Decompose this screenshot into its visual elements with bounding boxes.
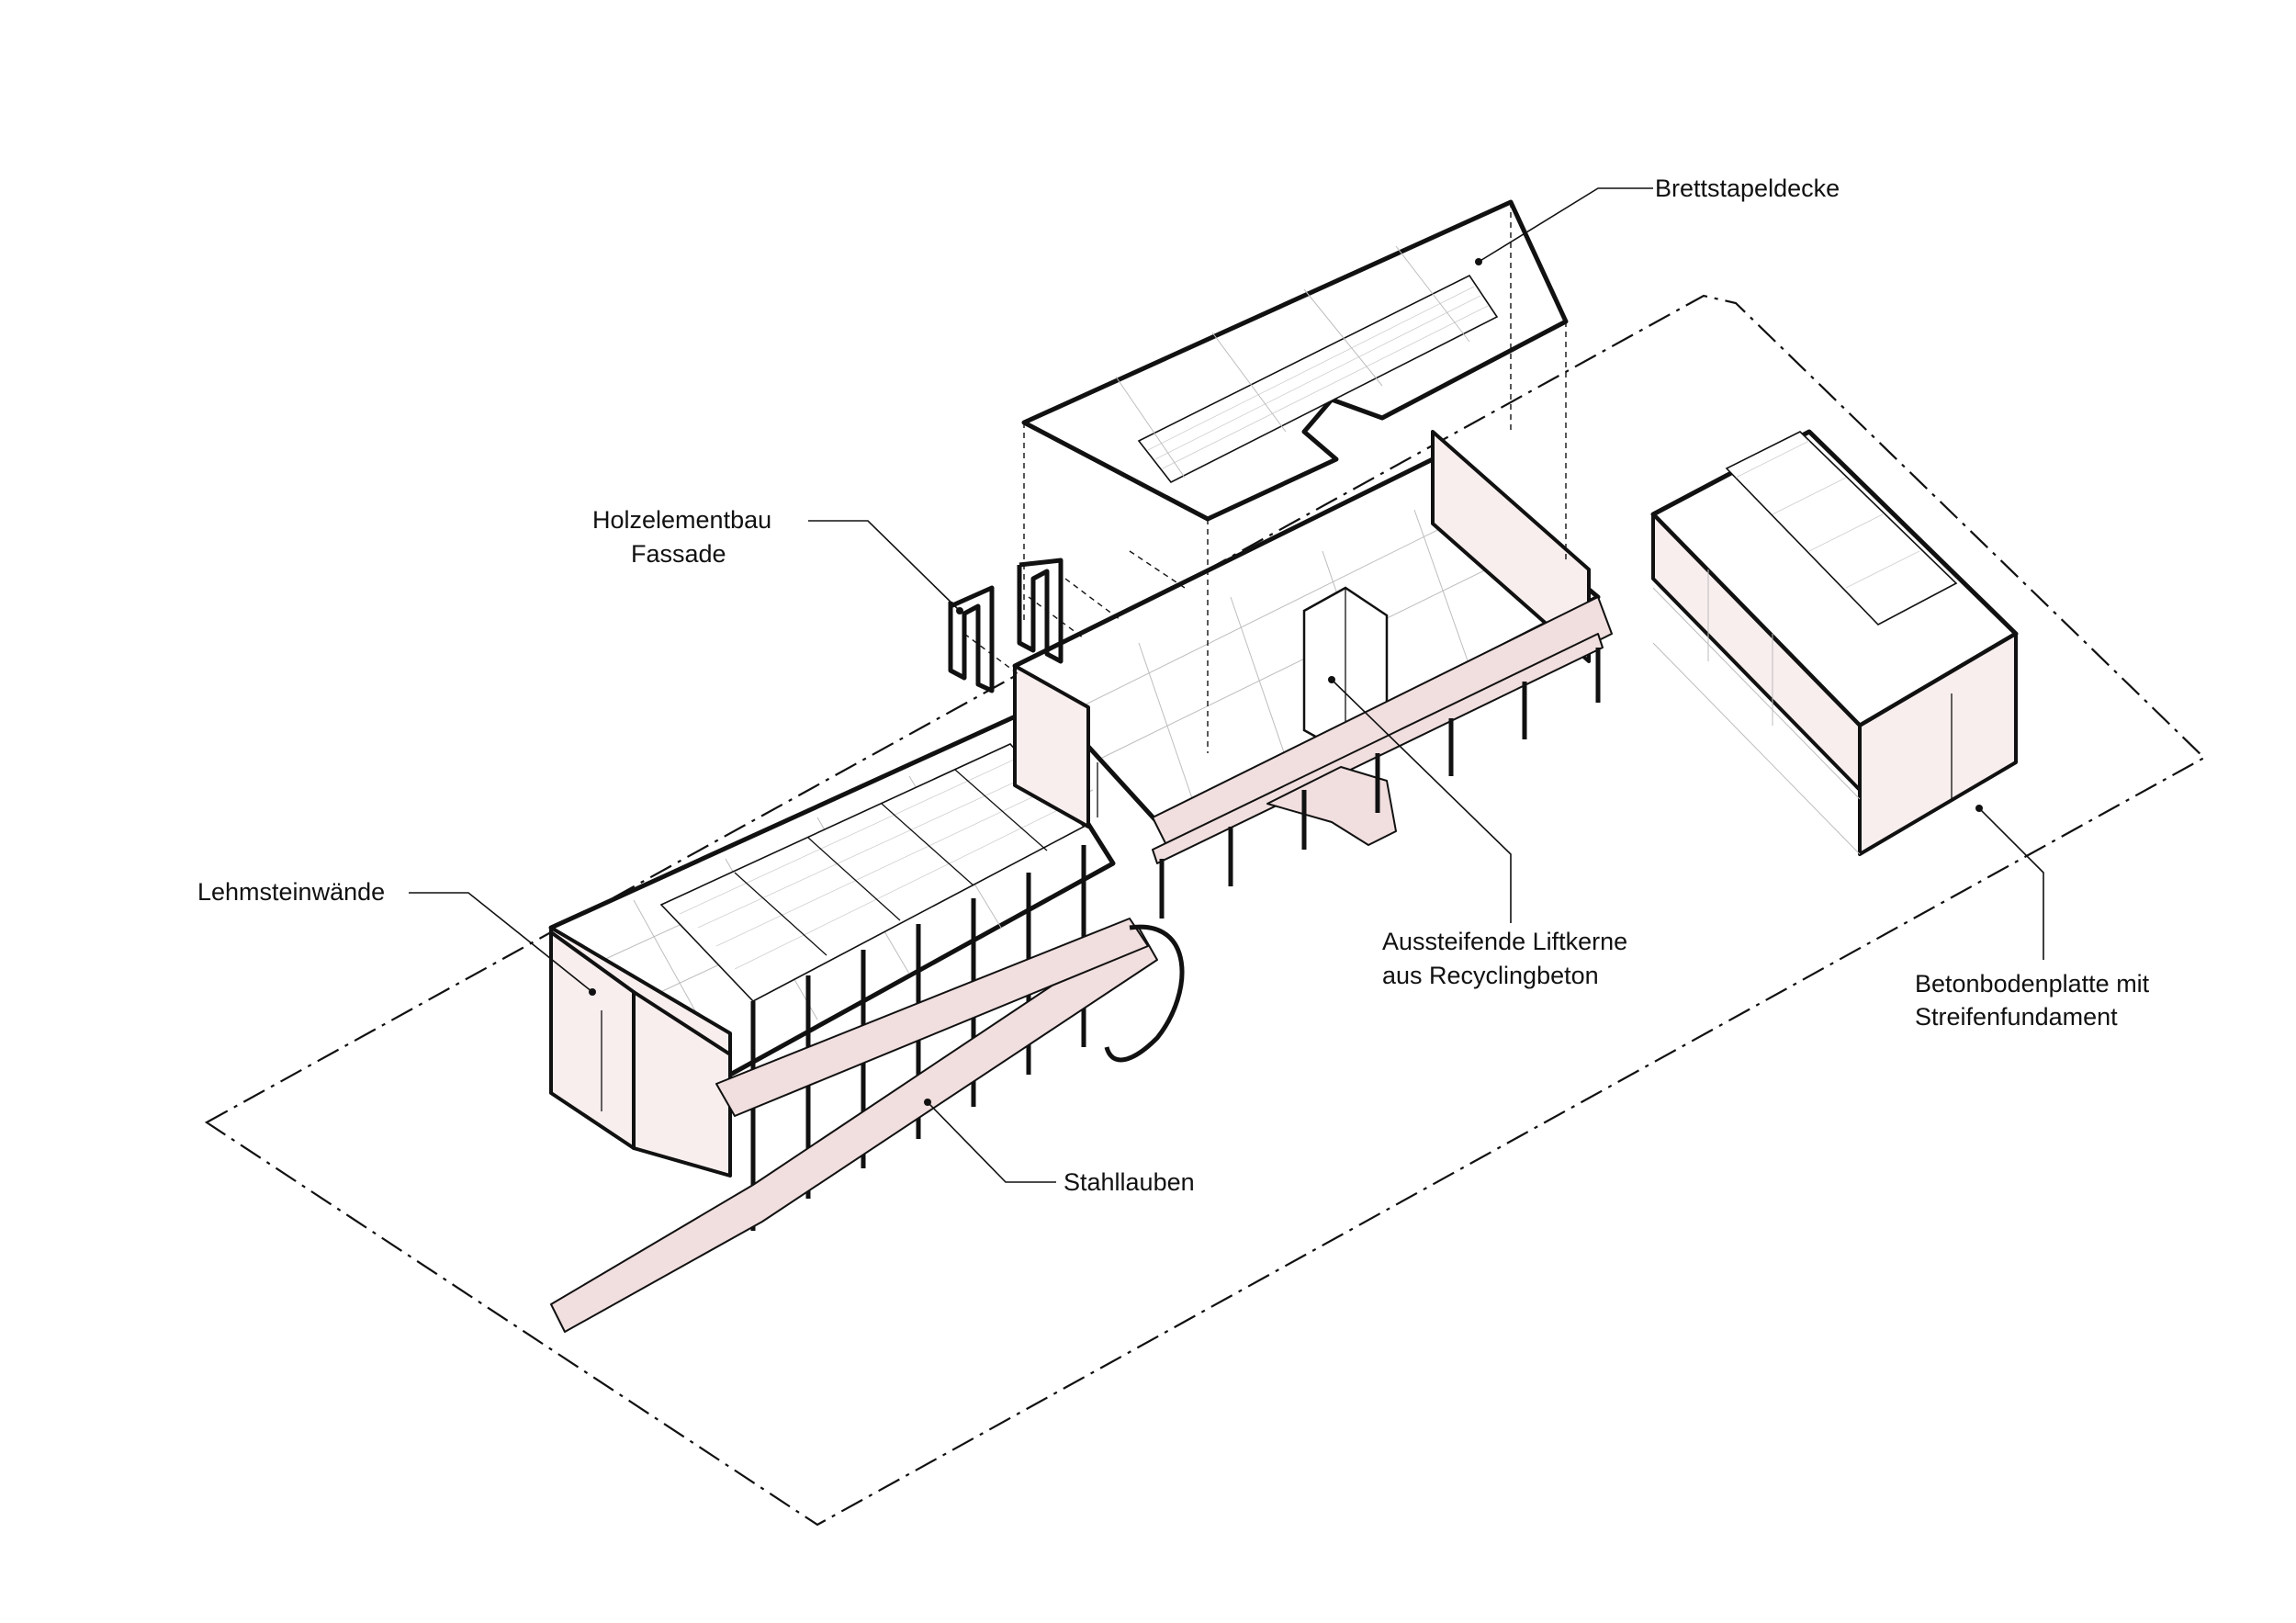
label-betonbodenplatte: Betonbodenplatte mit Streifenfundament	[1915, 805, 2150, 1031]
label-text-line1: Aussteifende Liftkerne	[1382, 928, 1627, 955]
label-text-line2: Fassade	[631, 540, 726, 568]
label-text-line2: Streifenfundament	[1915, 1003, 2118, 1031]
steel-walkway-middle	[1152, 596, 1613, 855]
label-text: Stahllauben	[1064, 1168, 1195, 1196]
middle-building-block	[1012, 430, 1613, 919]
label-brettstapeldecke: Brettstapeldecke	[1475, 175, 1840, 265]
label-text: Brettstapeldecke	[1655, 175, 1840, 202]
label-text: Lehmsteinwände	[197, 878, 385, 906]
label-text-line2: aus Recyclingbeton	[1382, 962, 1599, 989]
label-liftkerne: Aussteifende Liftkerne aus Recyclingbeto…	[1328, 676, 1627, 989]
label-lehmsteinwaende: Lehmsteinwände	[197, 878, 596, 996]
label-text-line1: Holzelementbau	[592, 506, 771, 534]
steel-walkway-left	[550, 927, 1158, 1333]
right-building-block	[1650, 429, 2019, 856]
label-holzelementbau: Holzelementbau Fassade	[592, 506, 963, 614]
left-building-block	[548, 712, 1185, 1333]
label-text-line1: Betonbodenplatte mit	[1915, 970, 2150, 997]
label-stahllauben: Stahllauben	[924, 1099, 1195, 1196]
spiral-stair	[1104, 924, 1185, 1063]
exploded-roof-slab	[1021, 199, 1569, 753]
site-boundary	[204, 294, 2206, 1527]
timber-deck-slab	[1021, 199, 1569, 522]
stair-middle	[1266, 766, 1397, 846]
timber-facade-elements	[948, 550, 1186, 693]
